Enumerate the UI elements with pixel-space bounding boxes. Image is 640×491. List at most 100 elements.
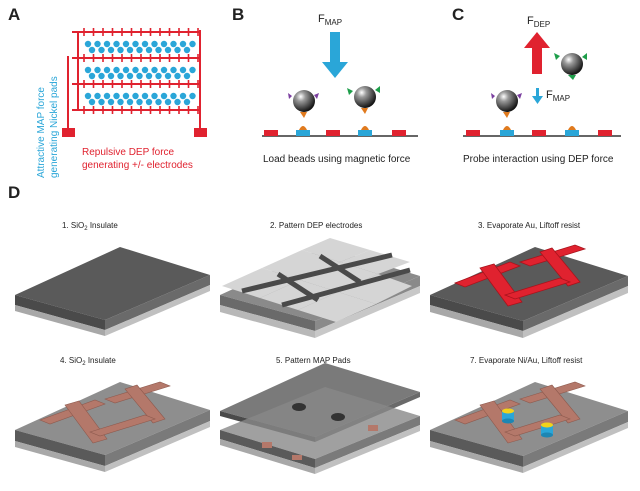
step-5-label: 5. Pattern MAP Pads — [276, 356, 351, 365]
nickel-pad — [145, 72, 153, 80]
nickel-pad — [145, 46, 153, 54]
nickel-pad — [151, 66, 158, 74]
step-4-wafer — [15, 381, 210, 472]
nickel-pad — [155, 46, 162, 54]
nickel-pad — [88, 72, 96, 80]
panel-c-letter: C — [452, 5, 464, 24]
map-pad-2 — [541, 422, 553, 438]
nickel-pad — [160, 40, 168, 48]
step-1-wafer — [15, 247, 210, 336]
bead-green-b — [347, 86, 380, 114]
map-force-label-line1: Attractive MAP force — [36, 87, 47, 178]
nickel-pad — [141, 92, 149, 100]
nickel-pad — [160, 66, 168, 74]
nickel-pad — [174, 72, 181, 80]
nickel-pad — [164, 46, 172, 54]
step-4-label: 4. SiO2 Insulate — [60, 356, 116, 367]
nickel-pad — [183, 46, 191, 54]
nickel-pad — [107, 98, 115, 106]
panel-b-letter: B — [232, 5, 244, 24]
step-1-label: 1. SiO2 Insulate — [62, 221, 118, 232]
nickel-pad — [174, 46, 181, 54]
nickel-pad — [103, 40, 111, 48]
step-2-wafer — [220, 238, 420, 338]
nickel-pad — [107, 46, 115, 54]
nickel-pad — [151, 40, 158, 48]
nickel-pad — [98, 72, 105, 80]
step-3-label: 3. Evaporate Au, Liftoff resist — [478, 221, 581, 230]
nickel-pad — [132, 92, 139, 100]
nickel-pad — [103, 92, 111, 100]
nickel-pad — [189, 66, 196, 74]
nickel-pad — [103, 66, 111, 74]
nickel-pad — [155, 98, 162, 106]
nickel-pad — [117, 98, 124, 106]
panel-d-letter: D — [8, 183, 20, 202]
nickel-pad — [132, 40, 139, 48]
nickel-pad — [126, 98, 134, 106]
nickel-pad — [126, 46, 134, 54]
nickel-pad — [183, 98, 191, 106]
nickel-pad — [84, 40, 92, 48]
nickel-pad — [88, 98, 96, 106]
step-5-wafer — [220, 363, 420, 474]
nickel-pad — [117, 46, 124, 54]
panel-b: B FMAP — [232, 5, 418, 165]
nickel-pad — [122, 66, 130, 74]
nickel-pad — [170, 92, 177, 100]
nickel-pad — [126, 72, 134, 80]
nickel-pad — [189, 92, 196, 100]
nickel-pad — [107, 72, 115, 80]
nickel-pad — [155, 72, 162, 80]
bead-purple-c — [491, 90, 522, 118]
nickel-pad — [136, 72, 143, 80]
nickel-pad — [122, 40, 130, 48]
f-map-label-b: FMAP — [318, 13, 342, 27]
nickel-pad — [113, 40, 120, 48]
nickel-pad — [136, 46, 143, 54]
nickel-pad — [179, 66, 187, 74]
electrode-grid — [62, 28, 207, 137]
nickel-pad — [189, 40, 196, 48]
nickel-pad — [179, 40, 187, 48]
panel-a: A Attractive MAP force generating Nickel… — [8, 5, 207, 178]
nickel-pad — [132, 66, 139, 74]
nickel-pad — [113, 92, 120, 100]
substrate-b — [262, 126, 418, 137]
magnetic-force-arrow — [322, 32, 348, 78]
nickel-pad — [94, 66, 101, 74]
dep-force-arrow — [524, 32, 550, 74]
bead-green-c — [554, 53, 587, 80]
nickel-pad — [98, 98, 105, 106]
nickel-pad — [84, 92, 92, 100]
panel-c: C FDEP FMAP — [452, 5, 621, 165]
nickel-pad — [141, 40, 149, 48]
nickel-pad — [94, 40, 101, 48]
nickel-pad — [151, 92, 158, 100]
nickel-pad — [170, 66, 177, 74]
nickel-pad — [183, 72, 191, 80]
dep-force-label-line1: Repulsive DEP force — [82, 147, 175, 158]
step-2-label: 2. Pattern DEP electrodes — [270, 221, 362, 230]
nickel-pad — [98, 46, 105, 54]
step-7-label: 7. Evaporate Ni/Au, Liftoff resist — [470, 356, 583, 365]
f-map-label-c: FMAP — [546, 89, 570, 103]
nickel-pad — [160, 92, 168, 100]
substrate-c — [463, 126, 621, 137]
nickel-pad — [145, 98, 153, 106]
bead-purple-b — [288, 90, 319, 118]
map-force-arrow-c — [532, 88, 543, 104]
nickel-pad — [141, 66, 149, 74]
f-dep-label: FDEP — [527, 15, 550, 29]
caption-c: Probe interaction using DEP force — [463, 154, 614, 165]
dep-force-label-line2: generating +/- electrodes — [82, 160, 193, 171]
step-7-wafer — [430, 381, 628, 473]
nickel-pad — [94, 92, 101, 100]
caption-b: Load beads using magnetic force — [263, 154, 411, 165]
step-3-wafer — [430, 244, 628, 338]
panel-d: D 1. SiO2 Insulate 2. Pattern DEP electr… — [8, 183, 628, 474]
nickel-pad — [136, 98, 143, 106]
nickel-pad — [174, 98, 181, 106]
nickel-pad — [179, 92, 187, 100]
